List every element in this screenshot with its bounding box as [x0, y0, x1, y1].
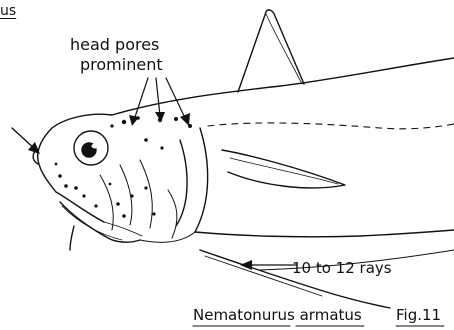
species-genus: Nematonurus [193, 306, 295, 324]
first-dorsal-fin [238, 10, 304, 92]
pectoral-fin [222, 150, 345, 188]
species-name: Nematonurus armatus [193, 308, 362, 323]
corner-text-fragment: us [0, 4, 16, 18]
figure-number: Fig.11 [396, 308, 441, 323]
preoperculum [176, 140, 187, 226]
lateral-line [208, 123, 454, 129]
head-pores [55, 116, 192, 218]
back-outline [112, 58, 454, 115]
first-dorsal-ray [266, 14, 302, 84]
chin-barbel [70, 226, 74, 250]
belly-outline [195, 230, 454, 237]
callout-rays: 10 to 12 rays [292, 261, 392, 276]
species-epithet: armatus [300, 306, 362, 324]
callout-head-pores-line2: prominent [80, 57, 163, 73]
operculum [195, 128, 208, 232]
callout-head-pores-line1: head pores [70, 37, 159, 53]
